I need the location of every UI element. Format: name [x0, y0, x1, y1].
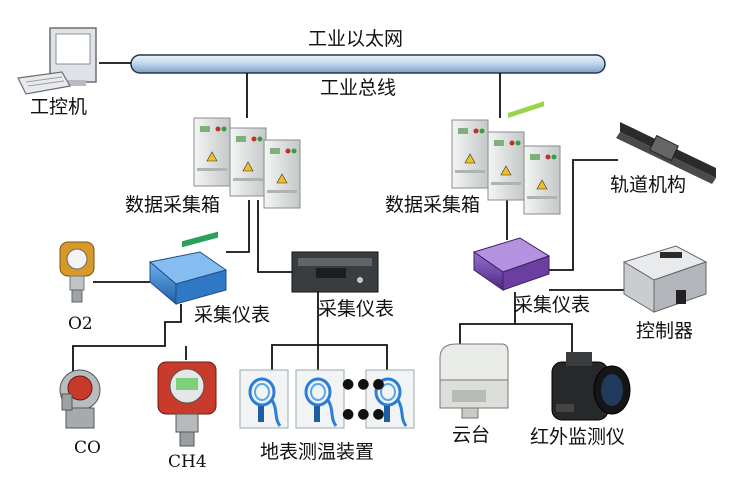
o2-label: O2 — [68, 314, 93, 334]
daq-box-left-label: 数据采集箱 — [125, 194, 221, 216]
o2-sensor-icon — [59, 241, 95, 303]
rail-mechanism-icon — [616, 122, 716, 184]
infrared-monitor-icon — [551, 352, 631, 421]
co-label: CO — [74, 438, 101, 458]
collector-left-label: 采集仪表 — [194, 304, 271, 326]
collector-right-icon — [472, 101, 551, 291]
ethernet-label: 工业以太网 — [308, 28, 404, 50]
ipc-label: 工控机 — [30, 96, 88, 118]
controller-device-icon — [622, 245, 708, 313]
co-sensor-icon — [59, 369, 101, 429]
ellipsis-top: ●●● — [342, 376, 388, 392]
controller-label: 控制器 — [636, 320, 694, 342]
collector-right-label: 采集仪表 — [514, 294, 591, 316]
collector-left-icon — [148, 231, 228, 306]
collector-middle-label: 采集仪表 — [318, 298, 395, 320]
ipc-computer-icon — [17, 27, 97, 95]
pan-tilt-icon — [439, 343, 509, 419]
ethernet-bus — [130, 54, 606, 74]
rail-label: 轨道机构 — [610, 174, 687, 196]
wiring — [72, 62, 632, 378]
daq-box-right-label: 数据采集箱 — [385, 194, 481, 216]
ellipsis-bottom: ●●● — [342, 406, 388, 422]
pan-tilt-label: 云台 — [452, 424, 491, 446]
infrared-label: 红外监测仪 — [530, 426, 626, 448]
ch4-label: CH4 — [168, 452, 207, 472]
ground-temp-probes-icon — [238, 368, 416, 430]
ground-temp-label: 地表测温装置 — [260, 441, 375, 463]
collector-middle-icon — [291, 251, 379, 293]
fieldbus-label: 工业总线 — [320, 77, 397, 99]
ch4-sensor-icon — [157, 361, 217, 447]
